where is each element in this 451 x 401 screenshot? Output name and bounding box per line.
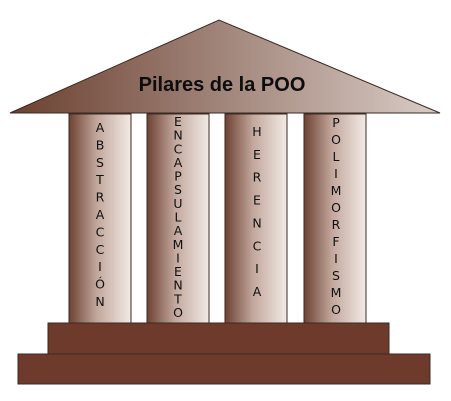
lower-step <box>17 353 431 385</box>
pillar-encapsulamiento <box>146 113 210 325</box>
pillar-polimorfismo <box>303 113 367 325</box>
title: Pilares de la POO <box>139 74 306 96</box>
upper-step <box>47 322 390 356</box>
pillars <box>68 113 367 325</box>
pillar-abstraccion <box>68 113 132 325</box>
pillar-herencia <box>224 113 288 325</box>
roof <box>9 19 441 114</box>
